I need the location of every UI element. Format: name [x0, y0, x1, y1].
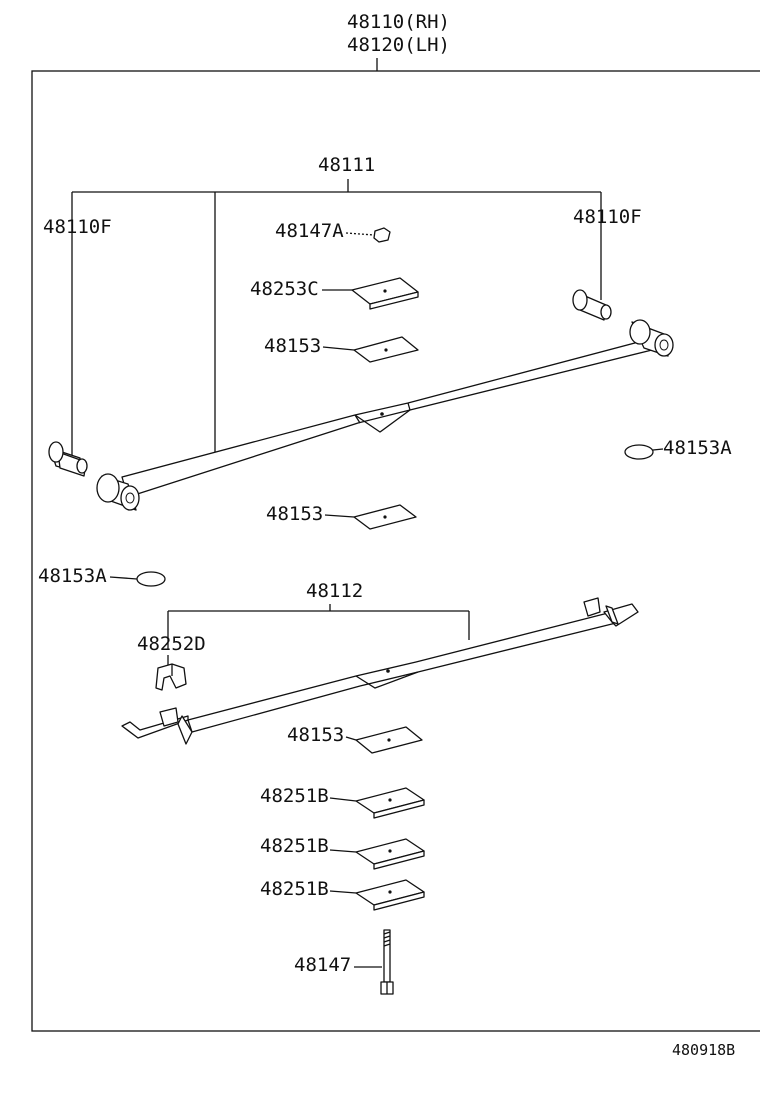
diagram-code: 480918B: [672, 1041, 735, 1059]
insert-low-leader: [345, 736, 357, 741]
assembly-frame: [31, 70, 760, 1032]
pad-right-leader: [652, 448, 664, 451]
plate-b1-icon: [355, 787, 425, 819]
nut-leader: [345, 232, 375, 236]
label-plate-b1: 48251B: [260, 785, 329, 807]
plate-b2-icon: [355, 838, 425, 870]
label-insert-top: 48153: [264, 335, 321, 357]
main-leaf-spring-icon: [96, 319, 674, 511]
insert-top-leader: [322, 346, 355, 351]
insert-low-icon: [355, 726, 423, 754]
pad-left-leader: [109, 576, 138, 580]
sub-leaf-spring-icon: [121, 597, 639, 745]
plate-b3-leader: [329, 890, 357, 894]
label-insert-low: 48153: [287, 724, 344, 746]
bolt-icon: [380, 929, 394, 995]
label-bushing-right: 48110F: [573, 206, 642, 228]
assembly-number-lh: 48120(LH): [347, 34, 450, 56]
assembly-number-rh: 48110(RH): [347, 11, 450, 33]
pad-left-icon: [136, 571, 166, 587]
label-pad-left: 48153A: [38, 565, 107, 587]
main-spring-bracket: [71, 179, 602, 455]
insert-mid-icon: [353, 504, 417, 530]
insert-top-icon: [353, 336, 419, 363]
plate-b1-leader: [329, 797, 357, 802]
plate-b2-leader: [329, 849, 357, 853]
label-insert-mid: 48153: [266, 503, 323, 525]
pad-right-icon: [624, 444, 654, 460]
label-clip: 48252D: [137, 633, 206, 655]
label-nut: 48147A: [275, 220, 344, 242]
sub-spring-bracket: [167, 604, 470, 650]
label-pad-right: 48153A: [663, 437, 732, 459]
label-plate-b3: 48251B: [260, 878, 329, 900]
bushing-right-icon: [572, 289, 612, 321]
bushing-left-icon: [48, 441, 88, 477]
label-bushing-left: 48110F: [43, 216, 112, 238]
nut-icon: [373, 227, 391, 243]
label-plate-b2: 48251B: [260, 835, 329, 857]
insert-mid-leader: [324, 514, 355, 518]
label-bolt: 48147: [294, 954, 351, 976]
plate-b3-icon: [355, 879, 425, 911]
clip-icon: [155, 663, 187, 691]
label-sub-spring: 48112: [306, 580, 363, 602]
plate-c-icon: [351, 277, 419, 310]
label-main-spring: 48111: [318, 154, 375, 176]
label-plate-c: 48253C: [250, 278, 319, 300]
